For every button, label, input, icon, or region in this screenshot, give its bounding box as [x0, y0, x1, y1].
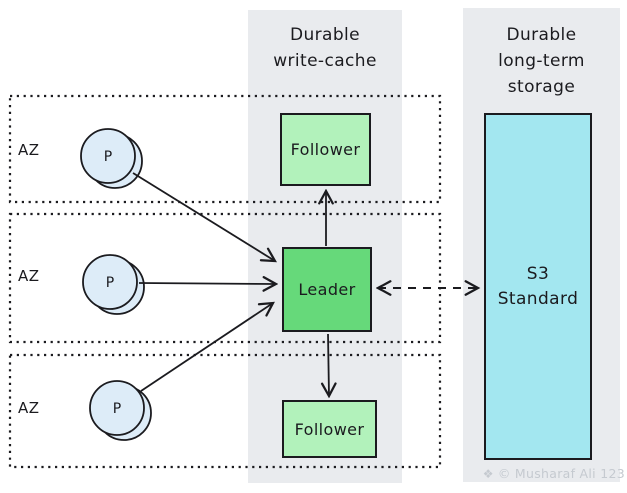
producer-label-3: P — [112, 401, 122, 417]
follower-node-label: Follower — [290, 140, 361, 159]
producer-circle-back-1 — [87, 133, 143, 189]
lane-title-line: Durable — [289, 25, 361, 45]
s3-label-line: Standard — [497, 288, 579, 309]
producer-label-1: P — [103, 149, 113, 165]
s3-label-line: S3 — [526, 263, 550, 284]
s3-node-label: S3 Standard — [498, 262, 579, 312]
lane-title-line: write-cache — [273, 51, 377, 71]
az-zone-label-3: AZ — [18, 399, 40, 417]
leader-node: Leader — [282, 247, 372, 332]
lane-title-line: Durable — [506, 25, 577, 45]
watermark: ❖ © Musharaf Ali 123 — [483, 466, 625, 481]
watermark-text: © Musharaf Ali 123 — [497, 466, 625, 481]
follower-node-label: Follower — [294, 419, 365, 439]
follower-node-bottom: Follower — [282, 400, 377, 458]
follower-node-top: Follower — [280, 113, 371, 186]
producer-circle-back-3 — [96, 385, 152, 441]
producer-circle-back-2 — [89, 259, 145, 315]
leader-node-label: Leader — [298, 280, 356, 299]
az-zone-label-1: AZ — [18, 141, 40, 159]
lane-title-write-cache: Durable write-cache — [248, 22, 402, 74]
az-zone-label-2: AZ — [18, 267, 40, 285]
lane-title-line: storage — [507, 77, 576, 97]
lane-title-long-term-storage: Durable long-term storage — [463, 22, 620, 100]
s3-standard-node: S3 Standard — [484, 113, 592, 460]
lane-title-line: long-term — [498, 51, 585, 71]
brand-diamond-icon: ❖ — [482, 466, 494, 481]
producer-label-2: P — [105, 275, 115, 291]
